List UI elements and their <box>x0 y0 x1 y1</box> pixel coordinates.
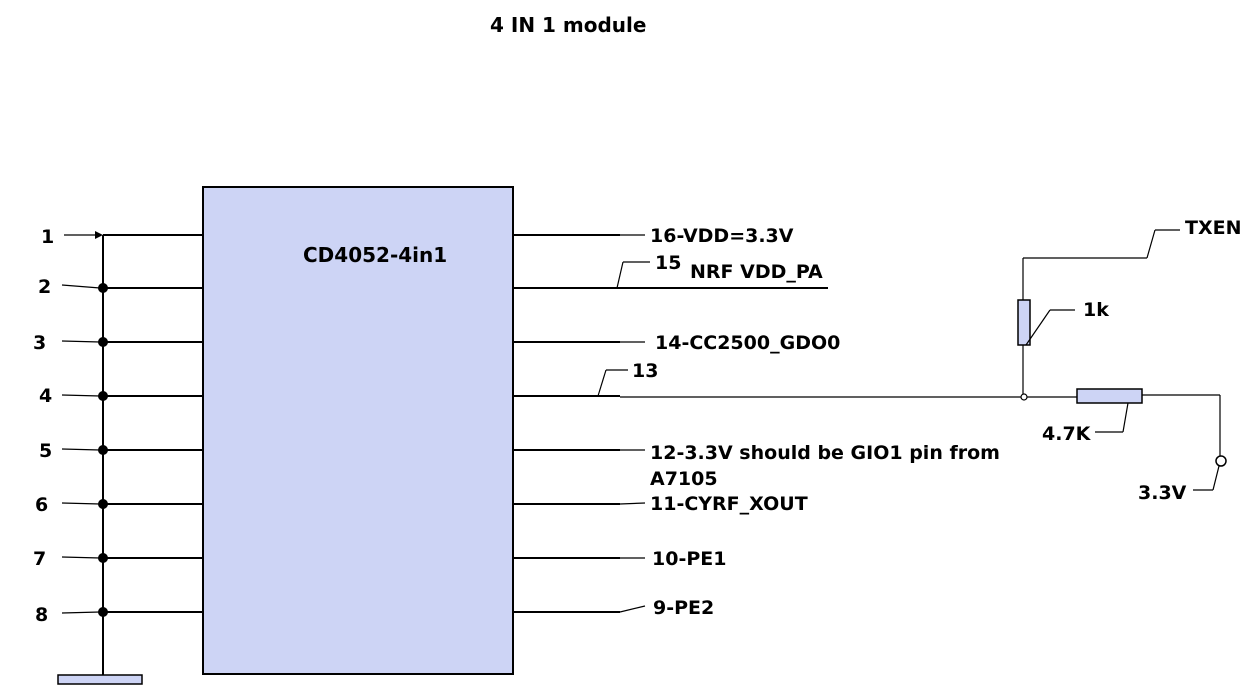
left-pin-7: 7 <box>33 548 46 570</box>
left-pin-4: 4 <box>39 385 52 407</box>
left-pin-2: 2 <box>38 276 51 298</box>
left-pin-8: 8 <box>35 604 48 626</box>
left-bus <box>98 234 203 676</box>
ground-bar <box>57 674 143 685</box>
left-pin-6: 6 <box>35 494 48 516</box>
pin15-number: 15 <box>655 252 681 274</box>
resistor-4k7-label: 4.7K <box>1042 423 1092 445</box>
resistor-network <box>1017 229 1227 491</box>
pin9-label: 9-PE2 <box>653 597 714 619</box>
chip-label: CD4052-4in1 <box>303 243 447 267</box>
pin11-label: 11-CYRF_XOUT <box>650 493 808 515</box>
cd4052-chip <box>202 186 514 675</box>
resistor-1k <box>1017 299 1031 346</box>
right-pin-wires <box>513 234 1023 613</box>
pin15-label: NRF VDD_PA <box>690 261 823 283</box>
pin16-label: 16-VDD=3.3V <box>650 225 794 247</box>
resistor-1k-label: 1k <box>1083 299 1109 321</box>
diagram-title: 4 IN 1 module <box>490 13 646 37</box>
pin12-label-line2: A7105 <box>650 468 718 490</box>
left-pin-5: 5 <box>39 440 52 462</box>
pin10-label: 10-PE1 <box>652 548 726 570</box>
resistor-4k7 <box>1076 388 1143 404</box>
left-pin-1: 1 <box>41 226 54 248</box>
pin14-label: 14-CC2500_GDO0 <box>655 332 840 354</box>
txen-label: TXEN <box>1185 217 1242 239</box>
supply-label: 3.3V <box>1138 482 1187 504</box>
left-pin-3: 3 <box>33 332 46 354</box>
supply-terminal <box>1215 455 1227 467</box>
pin12-label-line1: 12-3.3V should be GIO1 pin from <box>650 442 1000 464</box>
pin13-label: 13 <box>632 360 658 382</box>
left-pin-leaders <box>61 231 103 614</box>
